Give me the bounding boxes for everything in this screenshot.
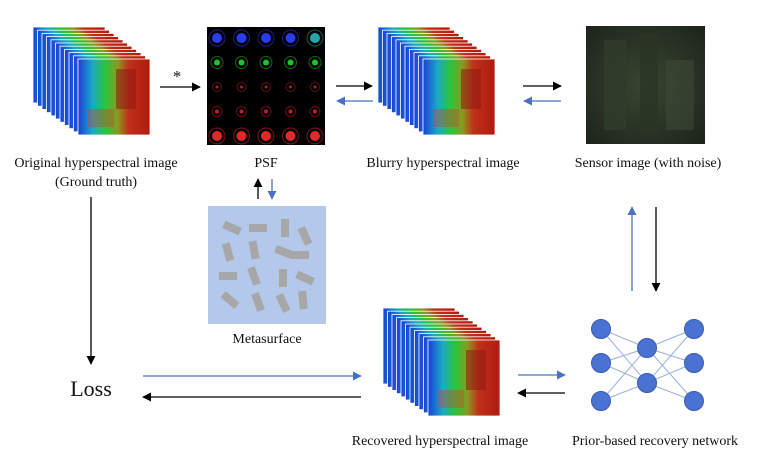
metasurface-image	[208, 206, 326, 324]
blurry-image-label: Blurry hyperspectral image	[366, 156, 520, 171]
sensor-image-label: Sensor image (with noise)	[574, 156, 722, 171]
original-image-label-line1: Original hyperspectral image	[14, 156, 178, 171]
network-label: Prior-based recovery network	[571, 434, 739, 449]
metasurface-label: Metasurface	[232, 332, 302, 347]
original-image-label-line2: (Ground truth)	[54, 175, 138, 190]
convolution-symbol: *	[172, 67, 182, 86]
loss-label: Loss	[70, 376, 112, 401]
psf-image	[207, 27, 325, 145]
blurry-hyperspectral-cube	[377, 26, 496, 136]
recovered-hyperspectral-cube	[382, 307, 501, 417]
recovery-network-icon	[591, 319, 704, 411]
psf-label: PSF	[254, 156, 278, 171]
original-hyperspectral-cube	[32, 26, 151, 136]
sensor-image	[586, 26, 705, 144]
arrows	[86, 81, 661, 402]
recovered-image-label: Recovered hyperspectral image	[351, 434, 529, 449]
